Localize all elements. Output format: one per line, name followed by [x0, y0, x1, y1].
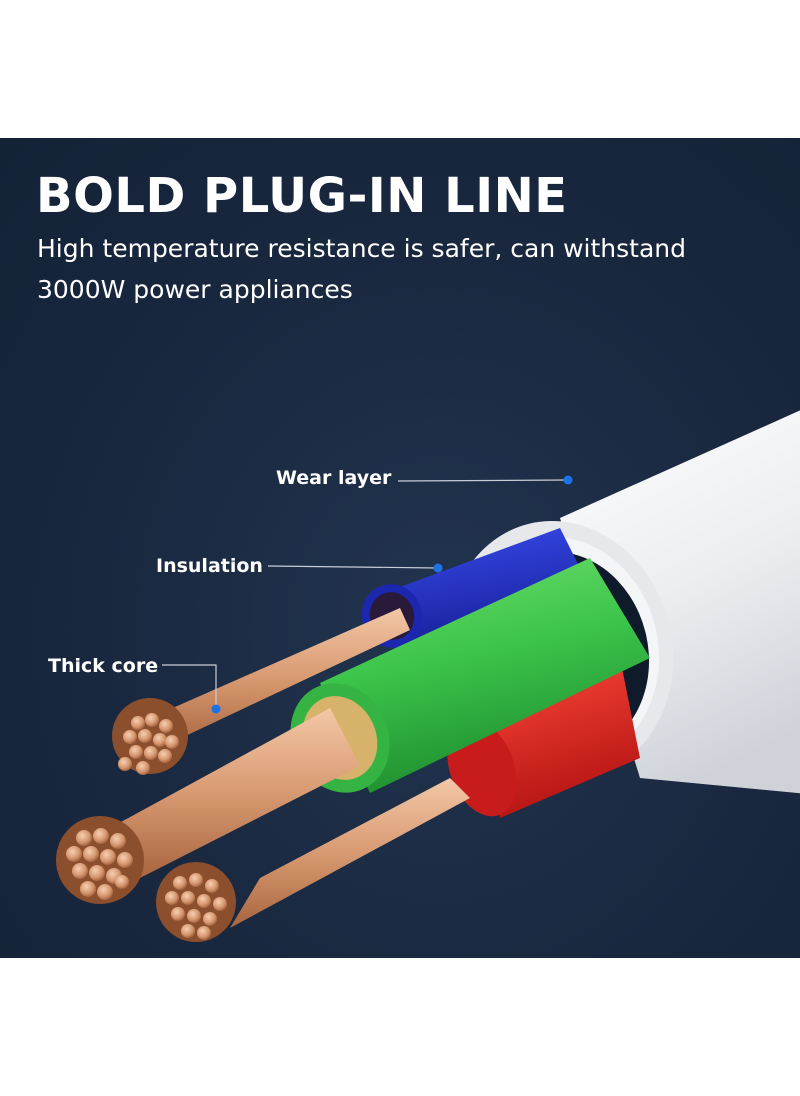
- copper-strands-lower: [156, 862, 236, 942]
- cable-illustration: [56, 410, 800, 942]
- insulation-label: Insulation: [156, 555, 263, 577]
- thick-core-label: Thick core: [48, 655, 159, 677]
- copper-strands-left: [56, 816, 144, 904]
- callout-leader-lines: [162, 479, 569, 709]
- red-wire: [230, 658, 640, 928]
- product-banner: BOLD PLUG-IN LINE High temperature resis…: [0, 138, 800, 958]
- copper-strands-upper: [112, 698, 188, 775]
- insulation-marker-dot: [433, 563, 443, 573]
- green-wire: [110, 558, 650, 878]
- wear-layer-label: Wear layer: [276, 467, 392, 489]
- page-title: BOLD PLUG-IN LINE: [36, 168, 568, 224]
- thick-core-marker-dot: [211, 704, 221, 714]
- subtitle: High temperature resistance is safer, ca…: [37, 234, 687, 304]
- wear-layer-marker-dot: [563, 475, 573, 485]
